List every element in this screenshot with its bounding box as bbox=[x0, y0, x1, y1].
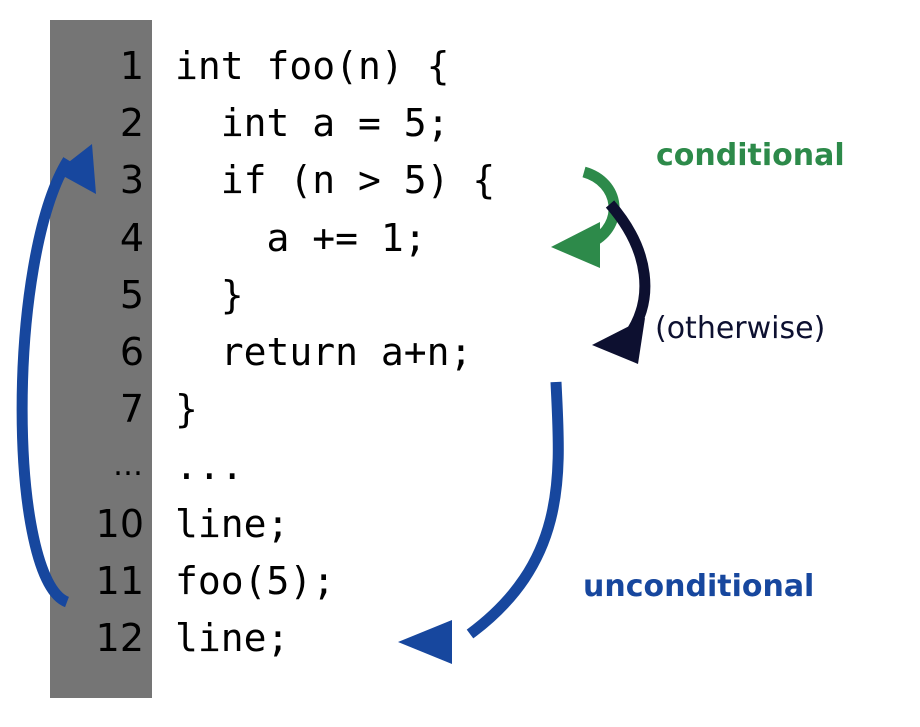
code-line-3: if (n > 5) { bbox=[175, 158, 496, 203]
line-number-4: 4 bbox=[119, 215, 144, 260]
code-line-7: } bbox=[175, 387, 198, 432]
line-number-3: 3 bbox=[119, 158, 144, 203]
code-line-1: int foo(n) { bbox=[175, 44, 450, 88]
line-number-10: 10 bbox=[95, 501, 144, 546]
annotation-label-unconditional: unconditional bbox=[583, 569, 815, 604]
line-number-2: 2 bbox=[119, 101, 144, 146]
line-number-11: 11 bbox=[95, 558, 144, 603]
annotation-label-conditional: conditional bbox=[656, 138, 845, 173]
code-line-2: int a = 5; bbox=[175, 101, 450, 146]
code-line-6: return a+n; bbox=[175, 330, 473, 374]
line-number-6: 6 bbox=[119, 330, 144, 374]
line-number-1: 1 bbox=[119, 44, 144, 88]
line-number-ellipsis: … bbox=[113, 448, 144, 484]
navy-otherwise-arrow-icon bbox=[592, 200, 651, 364]
code-line-4: a += 1; bbox=[175, 215, 427, 260]
code-line-10: foo(5); bbox=[175, 558, 336, 603]
code-line-9: line; bbox=[175, 501, 290, 546]
code-line-8: ... bbox=[175, 444, 244, 489]
code-line-5: } bbox=[175, 272, 244, 317]
line-number-7: 7 bbox=[119, 387, 144, 432]
line-number-5: 5 bbox=[119, 272, 144, 317]
code-block: int foo(n) { int a = 5; if (n > 5) { a +… bbox=[175, 20, 595, 698]
annotation-label-otherwise: (otherwise) bbox=[655, 311, 826, 346]
line-number-12: 12 bbox=[95, 616, 144, 660]
code-line-11: line; bbox=[175, 616, 290, 660]
